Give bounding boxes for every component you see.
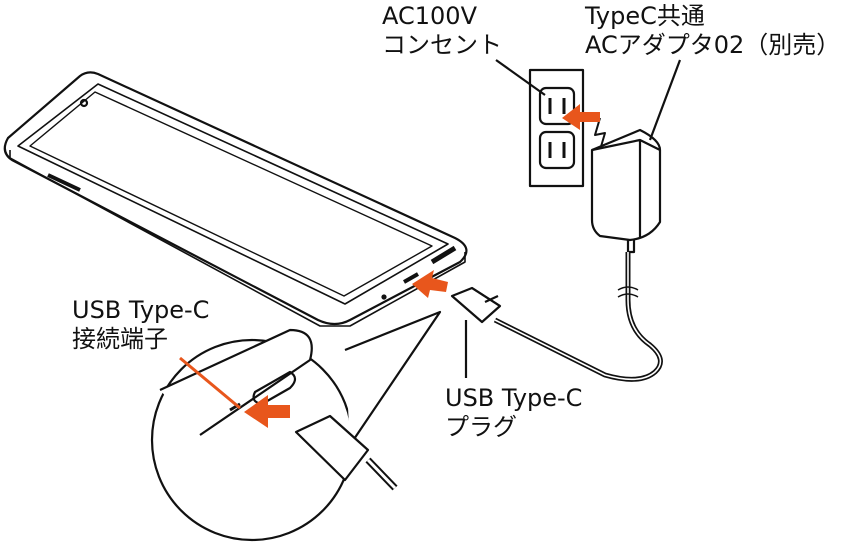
outlet-label-line1: AC100V: [382, 2, 477, 30]
arrow-magnified: [244, 395, 290, 428]
port-label-line1: USB Type-C: [72, 296, 210, 324]
plug-label-line2: プラグ: [445, 413, 517, 441]
arrow-to-port: [412, 270, 448, 298]
leader-port: [179, 356, 241, 410]
leader-outlet: [495, 59, 546, 96]
magnified-view: [150, 310, 442, 542]
adapter-label: TypeC共通 ACアダプタ02（別売）: [585, 2, 840, 60]
leader-adapter: [648, 59, 682, 141]
adapter-label-line2: ACアダプタ02（別売）: [585, 31, 841, 59]
plug-label: USB Type-C プラグ: [445, 384, 582, 442]
ac-adapter: [590, 117, 662, 254]
outlet-label: AC100V コンセント: [382, 2, 502, 60]
wall-outlet: [528, 68, 585, 188]
port-label: USB Type-C 接続端子: [72, 296, 209, 354]
plug-label-line1: USB Type-C: [445, 384, 583, 412]
outlet-label-line2: コンセント: [382, 31, 502, 59]
smartphone: [3, 71, 468, 327]
arrow-to-outlet: [562, 104, 600, 130]
usb-cable: [450, 252, 663, 382]
adapter-label-line1: TypeC共通: [585, 2, 705, 30]
port-label-line2: 接続端子: [72, 325, 168, 353]
insert-arrows: [244, 104, 600, 428]
